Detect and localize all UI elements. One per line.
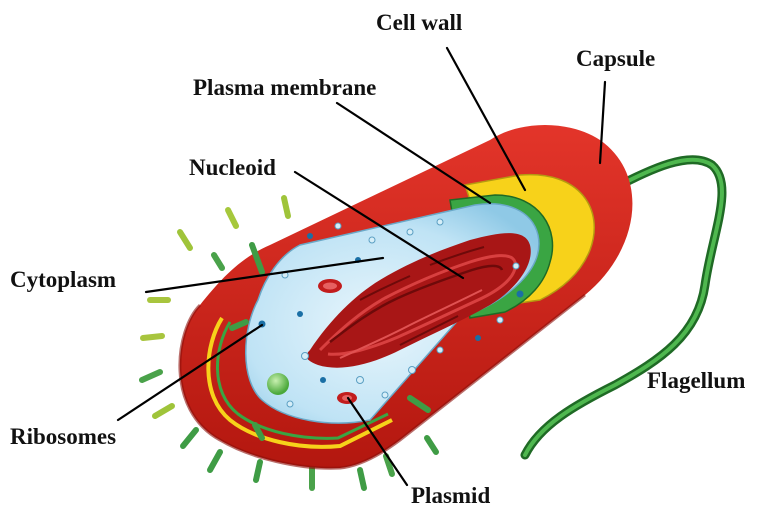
label-cytoplasm: Cytoplasm	[10, 267, 116, 292]
small-plasmid	[318, 279, 342, 293]
label-nucleoid: Nucleoid	[189, 155, 276, 180]
label-capsule: Capsule	[576, 46, 655, 71]
label-cell-wall: Cell wall	[376, 10, 462, 35]
label-flagellum: Flagellum	[647, 368, 745, 393]
label-plasma-membrane: Plasma membrane	[193, 75, 376, 100]
label-plasmid: Plasmid	[411, 483, 490, 508]
storage-granule	[267, 373, 289, 395]
label-ribosomes: Ribosomes	[10, 424, 116, 449]
